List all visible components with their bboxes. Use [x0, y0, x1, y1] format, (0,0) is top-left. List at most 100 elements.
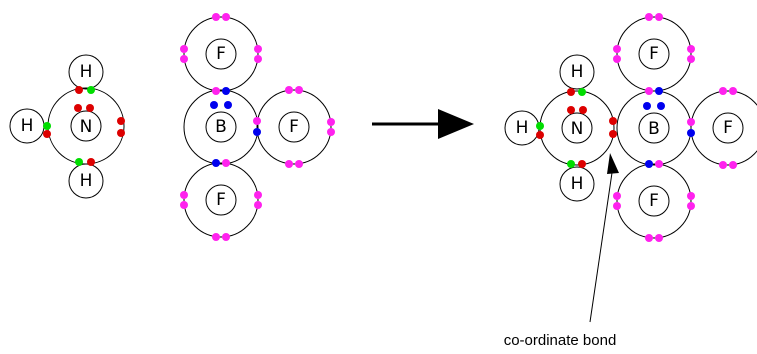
hydrogen-symbol: H	[80, 62, 93, 82]
nitrogen-electron	[536, 131, 544, 139]
fluorine-electron	[254, 201, 262, 209]
fluorine-inner-shell	[278, 111, 310, 143]
fluorine-outer-shell	[616, 163, 692, 239]
fluorine-outer-shell	[183, 16, 259, 92]
fluorine-electron	[222, 159, 230, 167]
fluorine-electron	[687, 118, 695, 126]
hydrogen-symbol: H	[571, 174, 584, 194]
fluorine-electron	[655, 13, 663, 21]
fluorine-electron	[645, 13, 653, 21]
fluorine-electron	[729, 161, 737, 169]
fluorine-electron	[613, 202, 621, 210]
fluorine-inner-shell	[638, 38, 670, 70]
nitrogen-electron	[117, 129, 125, 137]
fluorine-electron	[613, 55, 621, 63]
boron-symbol: B	[215, 117, 227, 137]
nitrogen-inner-shell	[70, 110, 102, 142]
fluorine-symbol: F	[216, 44, 226, 64]
fluorine-electron	[327, 118, 335, 126]
nitrogen-electron	[567, 88, 575, 96]
fluorine-inner-shell	[638, 185, 670, 217]
fluorine-symbol: F	[649, 191, 659, 211]
fluorine-electron	[254, 191, 262, 199]
nitrogen-inner-shell	[561, 112, 593, 144]
fluorine-electron	[719, 161, 727, 169]
nitrogen-electron	[578, 160, 586, 168]
hydrogen-symbol: H	[80, 171, 93, 191]
fluorine-symbol: F	[289, 117, 299, 137]
fluorine-electron	[180, 191, 188, 199]
hydrogen-shell	[559, 54, 595, 90]
fluorine-electron	[655, 160, 663, 168]
boron-symbol: B	[648, 119, 660, 139]
fluorine-electron	[285, 160, 293, 168]
fluorine-electron	[295, 160, 303, 168]
nitrogen-electron	[117, 117, 125, 125]
fluorine-inner-shell	[205, 184, 237, 216]
fluorine-electron	[180, 201, 188, 209]
hydrogen-symbol: H	[21, 116, 34, 136]
ammonia-molecule: H H H N	[9, 54, 125, 199]
fluorine-electron	[212, 87, 220, 95]
boron-inner-shell	[205, 111, 237, 143]
electron-dots	[43, 13, 737, 242]
fluorine-symbol: F	[649, 44, 659, 64]
fluorine-inner-shell	[205, 38, 237, 70]
boron-electron	[655, 87, 663, 95]
fluorine-electron	[180, 45, 188, 53]
nitrogen-electron	[86, 104, 94, 112]
fluorine-electron	[327, 128, 335, 136]
nitrogen-symbol: N	[571, 119, 584, 139]
fluorine-electron	[295, 86, 303, 94]
fluorine-electron	[687, 202, 695, 210]
fluorine-electron	[729, 87, 737, 95]
boron-electron	[210, 101, 218, 109]
fluorine-electron	[687, 45, 695, 53]
fluorine-electron	[645, 87, 653, 95]
hydrogen-symbol: H	[571, 62, 584, 82]
nitrogen-electron	[74, 104, 82, 112]
fluorine-outer-shell	[256, 89, 332, 165]
boron-inner-shell	[638, 112, 670, 144]
fluorine-symbol: F	[723, 118, 733, 138]
boron-outer-shell	[183, 89, 259, 165]
fluorine-electron	[180, 55, 188, 63]
fluorine-electron	[254, 55, 262, 63]
hydrogen-shell	[559, 166, 595, 202]
fluorine-electron	[719, 87, 727, 95]
nitrogen-electron	[609, 117, 617, 125]
fluorine-electron	[212, 233, 220, 241]
nitrogen-symbol: N	[80, 117, 93, 137]
nitrogen-electron	[75, 86, 83, 94]
hydrogen-electron	[567, 160, 575, 168]
boron-electron	[657, 102, 665, 110]
hydrogen-electron	[43, 122, 51, 130]
hydrogen-electron	[87, 86, 95, 94]
fluorine-electron	[613, 192, 621, 200]
nitrogen-electron	[609, 130, 617, 138]
boron-electron	[212, 159, 220, 167]
boron-trifluoride-molecule: F B F F	[183, 16, 332, 238]
boron-electron	[253, 128, 261, 136]
nitrogen-electron	[579, 106, 587, 114]
hydrogen-electron	[536, 122, 544, 130]
fluorine-electron	[222, 233, 230, 241]
nitrogen-electron	[567, 106, 575, 114]
fluorine-outer-shell	[183, 162, 259, 238]
fluorine-electron	[212, 13, 220, 21]
hydrogen-symbol: H	[516, 118, 529, 138]
hydrogen-electron	[75, 158, 83, 166]
fluorine-electron	[254, 45, 262, 53]
nitrogen-electron	[87, 158, 95, 166]
fluorine-electron	[285, 86, 293, 94]
nitrogen-electron	[43, 130, 51, 138]
boron-electron	[224, 101, 232, 109]
boron-electron	[687, 129, 695, 137]
fluorine-electron	[222, 13, 230, 21]
coordinate-bond-caption: co-ordinate bond	[504, 332, 617, 349]
annotation-arrowhead	[607, 153, 619, 174]
fluorine-electron	[687, 55, 695, 63]
fluorine-outer-shell	[690, 90, 757, 166]
